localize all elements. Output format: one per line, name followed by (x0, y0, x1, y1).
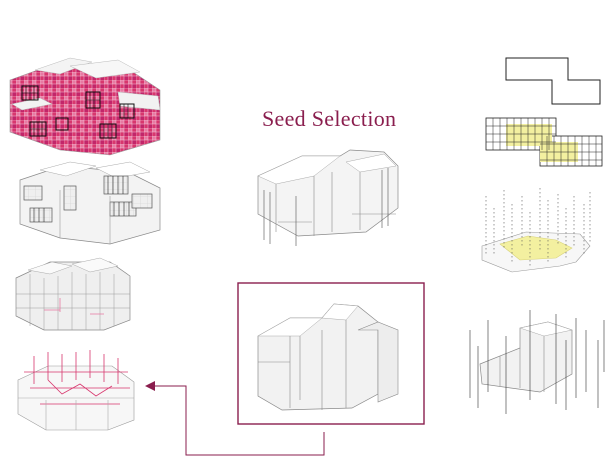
point-cloud-with-yellow-seed (481, 188, 591, 273)
seed-model-selected (237, 282, 425, 425)
grid-with-yellow-seed (485, 117, 603, 167)
red-wireframe-model (17, 350, 135, 431)
pixel-massing-model (15, 257, 131, 331)
extruded-columns-model (469, 310, 605, 414)
footprint-outline (505, 57, 601, 105)
window-facade-model (19, 161, 161, 245)
seed-model-open (257, 149, 399, 246)
pink-facade-model (9, 57, 161, 156)
connector-arrow (145, 381, 325, 456)
diagram-title: Seed Selection (262, 106, 397, 131)
